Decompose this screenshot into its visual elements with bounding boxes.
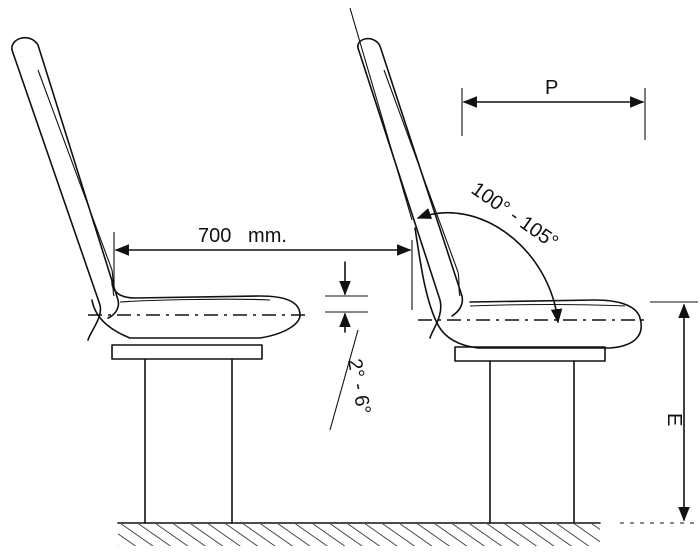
left-seat xyxy=(11,36,310,524)
depth-label: P xyxy=(545,77,558,99)
backrest-angle-label: 100° - 105° xyxy=(467,178,562,254)
seat-spacing-dimension: 700 mm. xyxy=(113,225,412,290)
right-seat xyxy=(349,7,650,524)
floor xyxy=(117,522,695,546)
seat-tilt-label: 2° - 6° xyxy=(343,357,374,416)
seat-spacing-label: 700 mm. xyxy=(198,225,287,247)
seat-tilt-dimension: 2° - 6° xyxy=(325,261,374,431)
seat-height-label: E xyxy=(663,413,685,426)
seat-height-dimension: E xyxy=(650,301,698,522)
depth-dimension: P xyxy=(461,77,646,140)
